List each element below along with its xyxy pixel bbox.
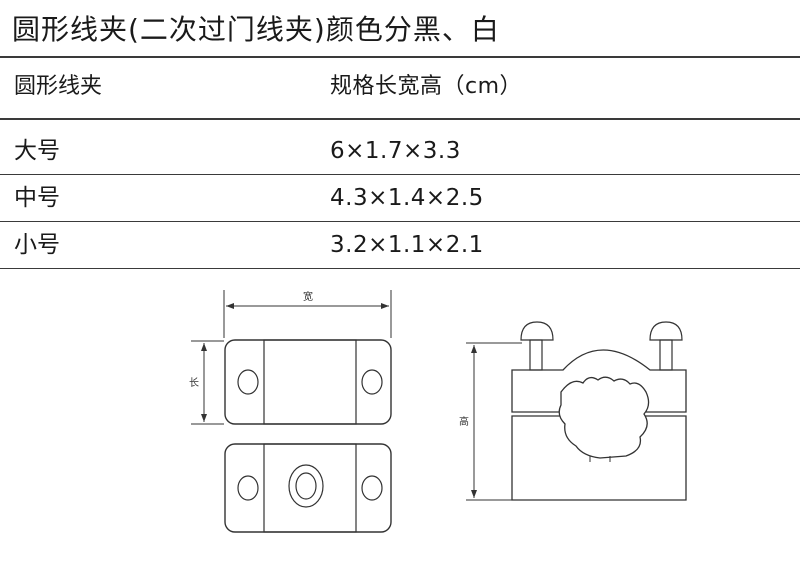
width-label: 宽	[303, 290, 313, 303]
header-product: 圆形线夹	[14, 74, 103, 99]
row-size: 大号	[14, 138, 60, 164]
row-size: 中号	[14, 185, 60, 211]
row-spec: 6×1.7×3.3	[330, 138, 461, 164]
height-label: 高	[459, 415, 469, 428]
row-size: 小号	[14, 232, 60, 258]
table-header-row: 圆形线夹 规格长宽高（cm）	[0, 64, 800, 110]
row-spec: 3.2×1.1×2.1	[330, 232, 484, 258]
row-divider	[0, 221, 800, 222]
table-row: 小号 3.2×1.1×2.1	[0, 222, 800, 268]
clamp-base-view	[224, 443, 392, 533]
table-row: 中号 4.3×1.4×2.5	[0, 175, 800, 221]
row-spec: 4.3×1.4×2.5	[330, 185, 484, 211]
header-spec: 规格长宽高（cm）	[330, 74, 523, 99]
length-label: 长	[189, 377, 199, 389]
title-divider	[0, 56, 800, 58]
clamp-side-view	[511, 321, 687, 501]
table-row: 大号 6×1.7×3.3	[0, 128, 800, 174]
row-divider	[0, 268, 800, 269]
header-divider	[0, 118, 800, 120]
page-title: 圆形线夹(二次过门线夹)颜色分黑、白	[12, 13, 500, 46]
row-divider	[0, 174, 800, 175]
clamp-top-view	[224, 339, 392, 425]
